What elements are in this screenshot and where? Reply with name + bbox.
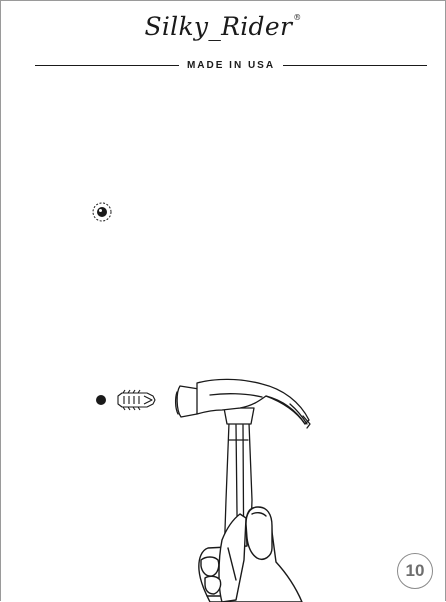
drilled-hole-icon xyxy=(93,203,111,221)
wall-anchor-plug-icon xyxy=(118,390,155,410)
page-number-badge: 10 xyxy=(397,553,433,589)
wall-anchor-dot-icon xyxy=(96,395,106,405)
hand-icon xyxy=(199,507,302,602)
page-number: 10 xyxy=(406,561,425,581)
